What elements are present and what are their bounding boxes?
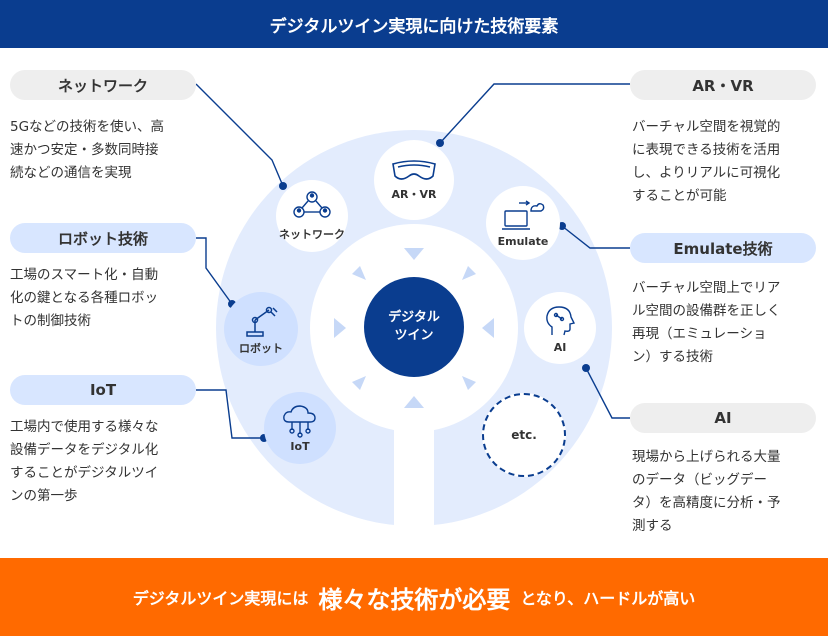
- ring-gap: [394, 420, 434, 530]
- iot-heading: IoT: [10, 375, 196, 405]
- arvr-node-label: AR・VR: [391, 188, 437, 201]
- connector-lines: [195, 83, 630, 439]
- center-line-2: ツイン: [394, 328, 434, 343]
- network-icon: [293, 191, 331, 218]
- robot-node-label: ロボット: [239, 342, 283, 355]
- footer-text-after: となり、ハードルが高い: [520, 589, 696, 608]
- ai-heading: AI: [630, 403, 816, 433]
- ai-node-label: AI: [553, 340, 567, 354]
- robot-node: ロボット: [224, 292, 298, 366]
- emulate-heading: Emulate技術: [630, 233, 816, 263]
- etc-node: etc.: [482, 393, 566, 477]
- robot-heading: ロボット技術: [10, 223, 196, 253]
- header-title: デジタルツイン実現に向けた技術要素: [269, 16, 559, 37]
- cloud-network-icon: [283, 404, 316, 438]
- footer-text-before: デジタルツイン実現には: [132, 589, 309, 608]
- robot-arm-icon: [246, 306, 278, 337]
- arvr-node: AR・VR: [374, 140, 454, 220]
- network-node: ネットワーク: [276, 180, 348, 252]
- emulate-node: Emulate: [486, 186, 560, 260]
- header-bar: デジタルツイン実現に向けた技術要素: [0, 0, 828, 48]
- arvr-heading: AR・VR: [630, 70, 816, 100]
- footer-emphasis: 様々な技術が必要: [318, 585, 511, 614]
- iot-description: 工場内で使用する様々な 設備データをデジタル化 することがデジタルツイ ンの第一…: [10, 419, 159, 504]
- vr-headset-icon: [392, 160, 436, 180]
- digital-twin-center: デジタル ツイン: [364, 277, 464, 377]
- ai-description: 現場から上げられる大量 のデータ（ビッグデー タ）を高精度に分析・予 測する: [632, 449, 781, 534]
- network-description: 5Gなどの技術を使い、高 速かつ安定・多数同時接 続などの通信を実現: [10, 119, 165, 181]
- iot-node: IoT: [264, 392, 336, 464]
- emulate-icon: [502, 199, 545, 230]
- network-heading: ネットワーク: [10, 70, 196, 100]
- emulate-node-label: Emulate: [497, 234, 549, 248]
- etc-node-label: etc.: [511, 428, 537, 442]
- center-line-1: デジタル: [388, 310, 440, 325]
- network-node-label: ネットワーク: [279, 228, 345, 241]
- robot-description: 工場のスマート化・自動 化の鍵となる各種ロボッ トの制御技術: [10, 267, 159, 329]
- emulate-description: バーチャル空間上でリア ル空間の設備群を正しく 再現（エミュレーショ ン）する技…: [632, 280, 781, 365]
- center-arrows: [334, 248, 494, 408]
- arvr-description: バーチャル空間を視覚的 に表現できる技術を活用 し、よりリアルに可視化 すること…: [632, 119, 781, 204]
- footer-bar: デジタルツイン実現には 様々な技術が必要 となり、ハードルが高い: [0, 558, 828, 636]
- connector-dots: [228, 139, 590, 442]
- ai-head-icon: [546, 305, 576, 335]
- ai-node: AI: [524, 292, 596, 364]
- iot-node-label: IoT: [290, 439, 310, 453]
